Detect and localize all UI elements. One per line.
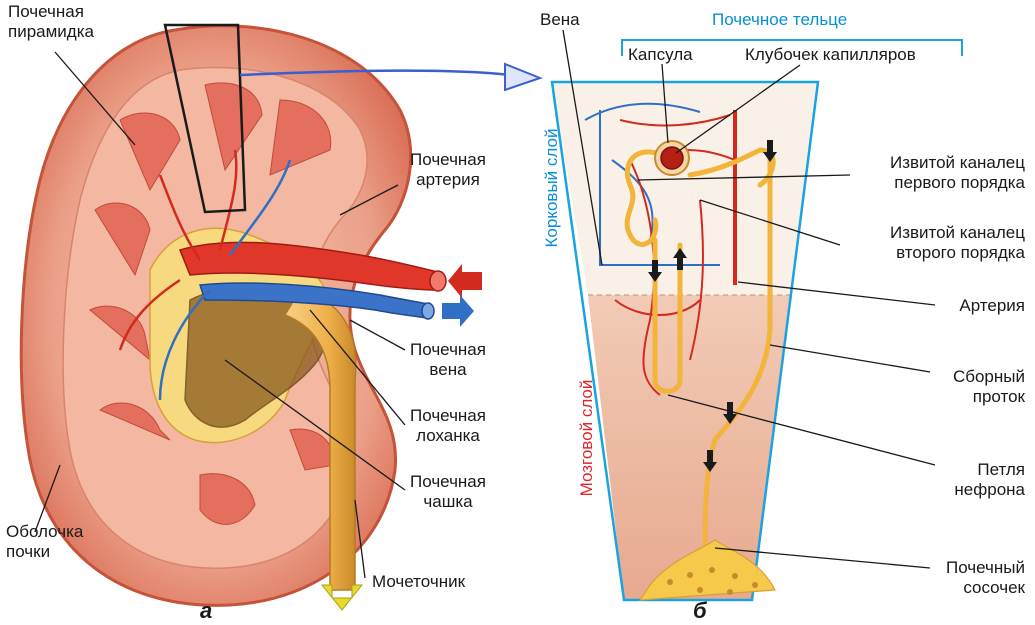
label-renal-papilla: Почечный сосочек <box>946 558 1025 598</box>
label-line: Почечная <box>393 406 503 426</box>
papilla-pore <box>687 572 693 578</box>
label-medulla-layer: Мозговой слой <box>577 373 597 503</box>
label-line: Почечная <box>393 472 503 492</box>
label-line: Сборный <box>953 367 1025 387</box>
renal-artery-end <box>430 271 446 291</box>
label-cortex-layer: Корковый слой <box>542 128 562 248</box>
label-line: Почечная <box>393 340 503 360</box>
papilla-pore <box>709 567 715 573</box>
label-line: нефрона <box>954 480 1025 500</box>
papilla-pore <box>732 573 738 579</box>
label-line: Почечный <box>946 558 1025 578</box>
vein-arrow <box>442 295 474 327</box>
label-loop-of-henle: Петля нефрона <box>954 460 1025 500</box>
leader-line <box>770 345 930 372</box>
label-line: артерия <box>393 170 503 190</box>
label-line: сосочек <box>946 578 1025 598</box>
label-line: пирамидка <box>8 22 94 42</box>
label-artery: Артерия <box>959 296 1025 316</box>
label-distal-tubule: Извитой каналец второго порядка <box>890 223 1025 263</box>
label-line: Почечная <box>8 2 94 22</box>
label-renal-corpuscle: Почечное тельце <box>712 10 847 30</box>
label-proximal-tubule: Извитой каналец первого порядка <box>890 153 1025 193</box>
label-line: проток <box>953 387 1025 407</box>
label-line: Извитой каналец <box>890 223 1025 243</box>
label-renal-pelvis: Почечная лоханка <box>393 406 503 446</box>
papilla-pore <box>667 579 673 585</box>
label-glomerulus: Клубочек капилляров <box>745 45 916 65</box>
label-line: вена <box>393 360 503 380</box>
label-line: второго порядка <box>890 243 1025 263</box>
label-line: чашка <box>393 492 503 512</box>
label-line: Петля <box>954 460 1025 480</box>
artery-arrow <box>448 264 482 298</box>
cortex-area <box>552 82 818 295</box>
label-renal-artery: Почечная артерия <box>393 150 503 190</box>
label-renal-calyx: Почечная чашка <box>393 472 503 512</box>
label-line: Извитой каналец <box>890 153 1025 173</box>
label-line: первого порядка <box>890 173 1025 193</box>
label-renal-vein: Почечная вена <box>393 340 503 380</box>
papilla-pore <box>727 589 733 595</box>
label-line: Почечная <box>393 150 503 170</box>
label-renal-pyramid: Почечная пирамидка <box>8 2 94 42</box>
label-capsule: Капсула <box>628 45 693 65</box>
nephron-section <box>552 82 818 600</box>
label-kidney-capsule: Оболочка почки <box>6 522 83 562</box>
label-collecting-duct: Сборный проток <box>953 367 1025 407</box>
papilla-pore <box>752 582 758 588</box>
label-line: Оболочка <box>6 522 83 542</box>
label-vein: Вена <box>540 10 580 30</box>
papilla-pore <box>697 587 703 593</box>
label-ureter: Мочеточник <box>372 572 465 592</box>
panel-a-caption: а <box>200 598 212 624</box>
label-line: почки <box>6 542 83 562</box>
kidney-section <box>21 25 540 610</box>
label-line: лоханка <box>393 426 503 446</box>
renal-vein-end <box>422 303 434 319</box>
zoom-arrowhead <box>505 64 540 90</box>
panel-b-caption: б <box>693 598 707 624</box>
